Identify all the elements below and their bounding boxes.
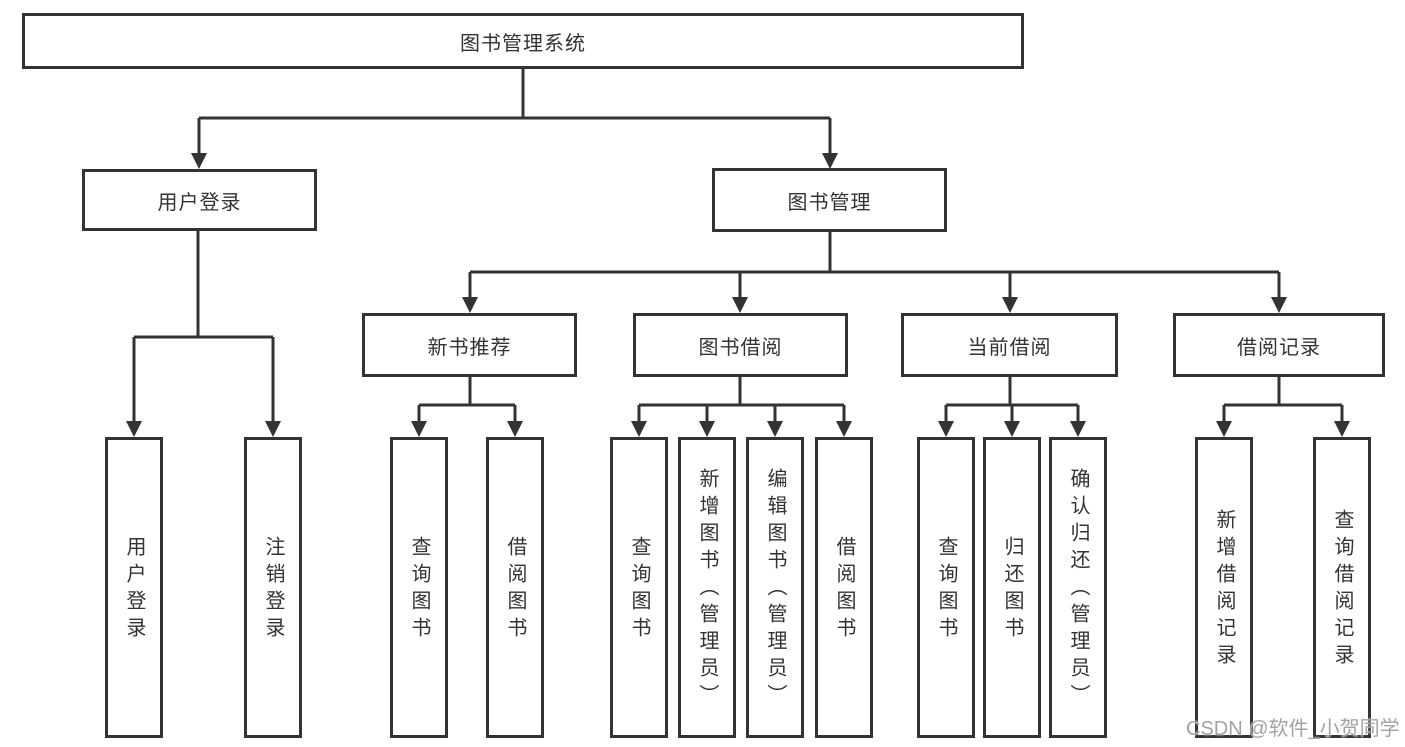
node-new-book-recommendation: 新书推荐 bbox=[362, 313, 577, 377]
node-library-management-system: 图书管理系统 bbox=[22, 13, 1024, 69]
leaf-query-books-current: 查询图书 bbox=[917, 437, 975, 738]
node-book-borrowing: 图书借阅 bbox=[633, 313, 848, 377]
leaf-query-books-recommend: 查询图书 bbox=[390, 437, 448, 738]
node-book-management: 图书管理 bbox=[712, 168, 947, 232]
connector-lines bbox=[132, 69, 1344, 422]
leaf-return-books: 归还图书 bbox=[983, 437, 1041, 738]
leaf-borrow-books-borrowing: 借阅图书 bbox=[815, 437, 873, 738]
leaf-query-borrow-record: 查询借阅记录 bbox=[1313, 437, 1371, 738]
leaf-borrow-books-recommend: 借阅图书 bbox=[486, 437, 544, 738]
node-user-login: 用户登录 bbox=[82, 169, 317, 231]
leaf-add-borrow-record: 新增借阅记录 bbox=[1195, 437, 1253, 738]
leaf-confirm-return-admin: 确认归还（管理员） bbox=[1049, 437, 1107, 738]
node-borrowing-records: 借阅记录 bbox=[1173, 313, 1385, 377]
node-current-borrowing: 当前借阅 bbox=[901, 313, 1118, 377]
leaf-logout-login: 注销登录 bbox=[244, 437, 302, 738]
leaf-user-login: 用户登录 bbox=[105, 437, 163, 738]
leaf-add-books-admin: 新增图书（管理员） bbox=[678, 437, 736, 738]
leaf-edit-books-admin: 编辑图书（管理员） bbox=[746, 437, 804, 738]
csdn-watermark: CSDN @软件_小贺同学 bbox=[1186, 718, 1400, 740]
leaf-query-books-borrowing: 查询图书 bbox=[610, 437, 668, 738]
